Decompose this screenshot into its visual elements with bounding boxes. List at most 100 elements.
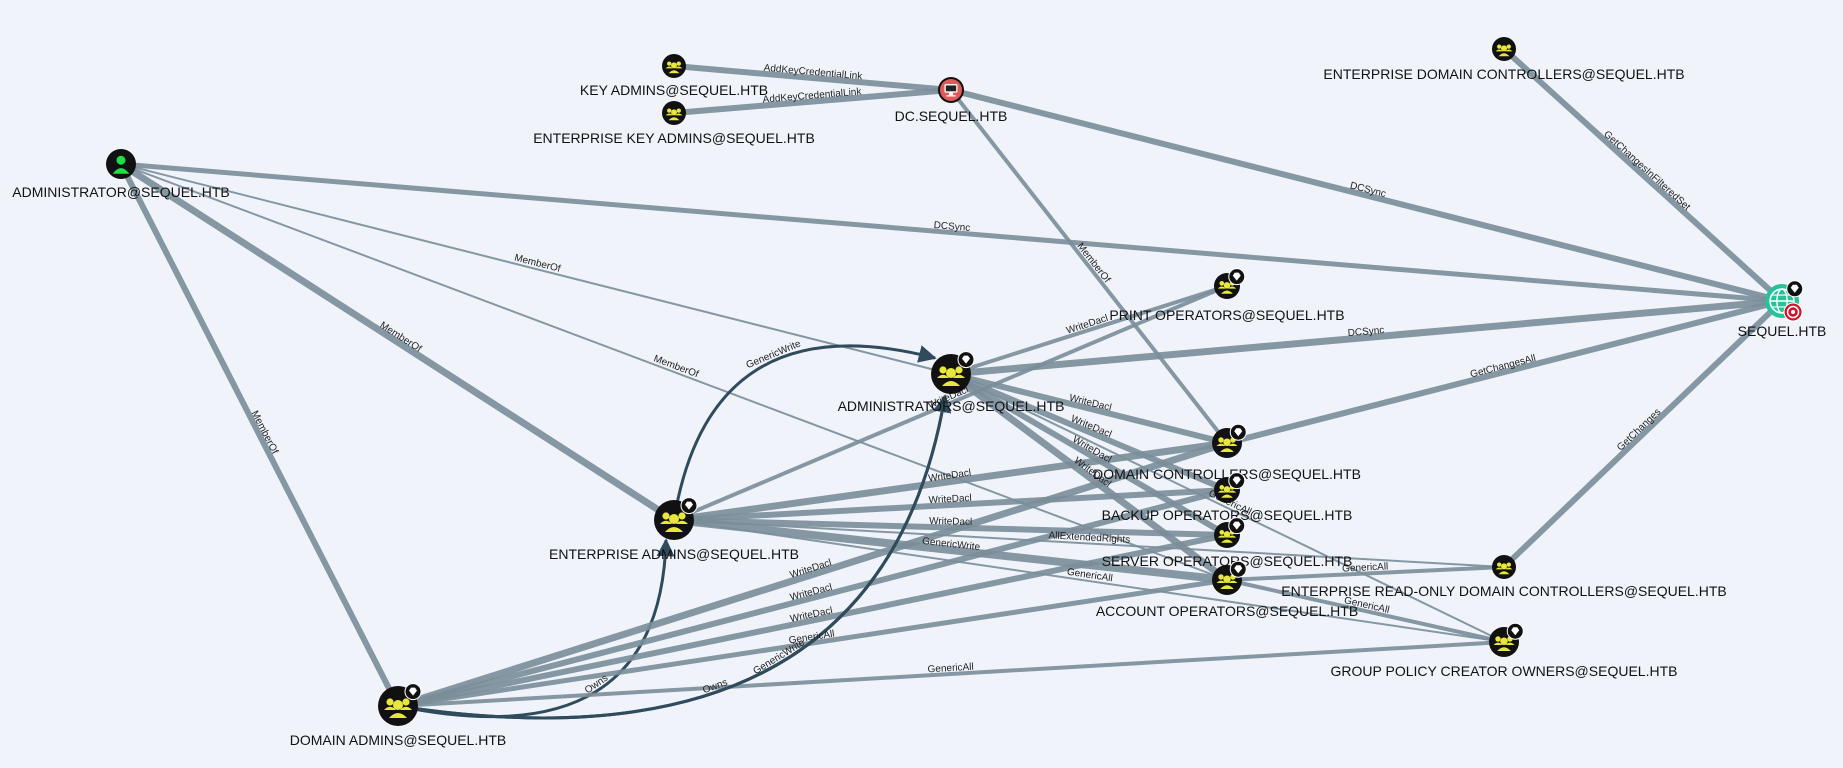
group-icon (937, 366, 965, 386)
node-label: DC.SEQUEL.HTB (895, 108, 1008, 124)
edge-administrator-ent_admins[interactable] (117, 160, 678, 524)
node-gpco[interactable]: GROUP POLICY CREATOR OWNERS@SEQUEL.HTB (1331, 622, 1678, 679)
group-icon (1495, 562, 1513, 575)
node-administrators[interactable]: ADMINISTRATORS@SEQUEL.HTB (838, 351, 1065, 414)
node-server-ops[interactable]: SERVER OPERATORS@SEQUEL.HTB (1102, 517, 1353, 569)
node-dcs[interactable]: DOMAIN CONTROLLERS@SEQUEL.HTB (1093, 423, 1361, 482)
node-label: ADMINISTRATORS@SEQUEL.HTB (838, 398, 1065, 414)
edge-label: DCSync (1347, 325, 1385, 339)
node-dc[interactable]: DC.SEQUEL.HTB (895, 77, 1008, 124)
group-icon (384, 698, 412, 718)
edge-ent_admins-backup_ops[interactable] (671, 487, 1230, 523)
edge-account_ops-erodc[interactable] (1225, 565, 1506, 582)
edge-domain_admins-dcs[interactable] (394, 439, 1231, 710)
edge-domain_admins-administrators-owns[interactable] (397, 394, 952, 720)
edge-administrator-sequel[interactable] (118, 161, 1785, 304)
tier-zero-badge-icon (404, 683, 422, 701)
node-label: ENTERPRISE KEY ADMINS@SEQUEL.HTB (533, 130, 815, 146)
edge-label: GetChanges (1615, 407, 1663, 454)
node-key-admins[interactable]: KEY ADMINS@SEQUEL.HTB (580, 54, 768, 98)
edge-ent_admins-erodc[interactable] (673, 519, 1505, 568)
edge-key_admins-dc[interactable] (671, 63, 954, 93)
edge-label: WriteDacl (928, 493, 972, 506)
edge-label: WriteDacl (1065, 313, 1109, 337)
edge-dc-dcs[interactable] (949, 88, 1229, 445)
target-icon (1783, 302, 1803, 322)
node-label: PRINT OPERATORS@SEQUEL.HTB (1109, 307, 1344, 323)
node-label: DOMAIN ADMINS@SEQUEL.HTB (290, 732, 506, 748)
edge-administrator-account_ops[interactable] (120, 163, 1228, 581)
node-sequel[interactable]: SEQUEL.HTB (1738, 280, 1827, 339)
edge-label: WriteDacl (929, 516, 972, 528)
edge-account_ops-gpco[interactable] (1225, 578, 1506, 644)
group-icon (1493, 636, 1515, 651)
edge-administrators-sequel[interactable] (947, 297, 1786, 378)
edge-domain_admins-gpco[interactable] (396, 640, 1506, 708)
node-domain-admins[interactable]: DOMAIN ADMINS@SEQUEL.HTB (290, 683, 506, 748)
group-icon (660, 512, 688, 532)
node-edc[interactable]: ENTERPRISE DOMAIN CONTROLLERS@SEQUEL.HTB (1323, 37, 1685, 82)
node-account-ops[interactable]: ACCOUNT OPERATORS@SEQUEL.HTB (1096, 560, 1358, 619)
node-backup-ops[interactable]: BACKUP OPERATORS@SEQUEL.HTB (1102, 472, 1353, 523)
edge-dc-sequel[interactable] (948, 87, 1785, 304)
node-label: ENTERPRISE ADMINS@SEQUEL.HTB (549, 546, 799, 562)
tier-zero-badge-icon (1229, 560, 1247, 578)
group-icon (1495, 44, 1513, 57)
node-label: SEQUEL.HTB (1738, 323, 1827, 339)
edge-label: GenericAll (927, 662, 974, 676)
group-icon (665, 108, 683, 121)
edge-ent_admins-administrators[interactable] (672, 344, 937, 521)
tier-zero-badge-icon (1229, 423, 1247, 441)
group-icon (1216, 574, 1238, 589)
edge-ent_admins-account_ops[interactable] (670, 516, 1231, 584)
tier-zero-badge-icon (1228, 472, 1246, 490)
edge-erodc-sequel[interactable] (1501, 298, 1785, 570)
edge-ent_admins-gpco[interactable] (673, 519, 1505, 643)
edge-label: GenericAll (1342, 561, 1389, 574)
edge-administrators-print_ops[interactable] (949, 284, 1229, 376)
node-administrator[interactable]: ADMINISTRATOR@SEQUEL.HTB (12, 149, 230, 200)
edge-label: MemberOf (513, 253, 562, 275)
edge-administrators-dcs[interactable] (948, 371, 1230, 446)
edge-label: GenericWrite (751, 637, 807, 677)
edge-dcs-sequel[interactable] (1224, 298, 1785, 446)
edge-administrator-administrators[interactable] (120, 163, 952, 375)
node-label: BACKUP OPERATORS@SEQUEL.HTB (1102, 507, 1353, 523)
edge-administrator-domain_admins[interactable] (118, 161, 401, 709)
edge-administrators-server_ops[interactable] (948, 371, 1230, 538)
tier-zero-badge-icon (1786, 280, 1804, 298)
computer-icon (944, 84, 958, 97)
node-label: ADMINISTRATOR@SEQUEL.HTB (12, 184, 230, 200)
node-ent-admins[interactable]: ENTERPRISE ADMINS@SEQUEL.HTB (549, 497, 799, 562)
tier-zero-badge-icon (1228, 517, 1246, 535)
nodes-layer: KEY ADMINS@SEQUEL.HTB ENTERPRISE KEY ADMI… (12, 37, 1826, 748)
tier-zero-badge-icon (1506, 622, 1524, 640)
edges-layer (117, 46, 1786, 720)
edge-label: DCSync (933, 220, 970, 234)
edge-label: GetChangesInFilteredSet (1601, 129, 1692, 213)
edge-domain_admins-server_ops[interactable] (395, 532, 1230, 709)
domain-icon (1769, 288, 1795, 314)
edge-ent_admins-dcs[interactable] (670, 439, 1231, 524)
node-label: ACCOUNT OPERATORS@SEQUEL.HTB (1096, 603, 1358, 619)
edge-administrators-backup_ops[interactable] (948, 371, 1230, 493)
group-icon (665, 61, 683, 74)
edge-administrators-gpco[interactable] (950, 373, 1505, 643)
tier-zero-badge-icon (1228, 268, 1246, 286)
node-label: ENTERPRISE READ-ONLY DOMAIN CONTROLLERS@… (1281, 583, 1726, 599)
node-print-ops[interactable]: PRINT OPERATORS@SEQUEL.HTB (1109, 268, 1345, 323)
node-ent-key-admins[interactable]: ENTERPRISE KEY ADMINS@SEQUEL.HTB (533, 101, 815, 146)
node-label: SERVER OPERATORS@SEQUEL.HTB (1102, 553, 1353, 569)
edge-edc-sequel[interactable] (1501, 46, 1785, 304)
node-label: KEY ADMINS@SEQUEL.HTB (580, 82, 768, 98)
tier-zero-badge-icon (680, 497, 698, 515)
tier-zero-badge-icon (957, 351, 975, 369)
edge-domain_admins-backup_ops[interactable] (395, 487, 1230, 709)
node-erodc[interactable]: ENTERPRISE READ-ONLY DOMAIN CONTROLLERS@… (1281, 555, 1727, 599)
node-label: DOMAIN CONTROLLERS@SEQUEL.HTB (1093, 466, 1361, 482)
edge-ent_key_admins-dc[interactable] (671, 87, 954, 116)
user-icon (112, 155, 130, 174)
edge-label: AllExtendedRights (1048, 530, 1130, 546)
node-label: ENTERPRISE DOMAIN CONTROLLERS@SEQUEL.HTB (1323, 66, 1684, 82)
